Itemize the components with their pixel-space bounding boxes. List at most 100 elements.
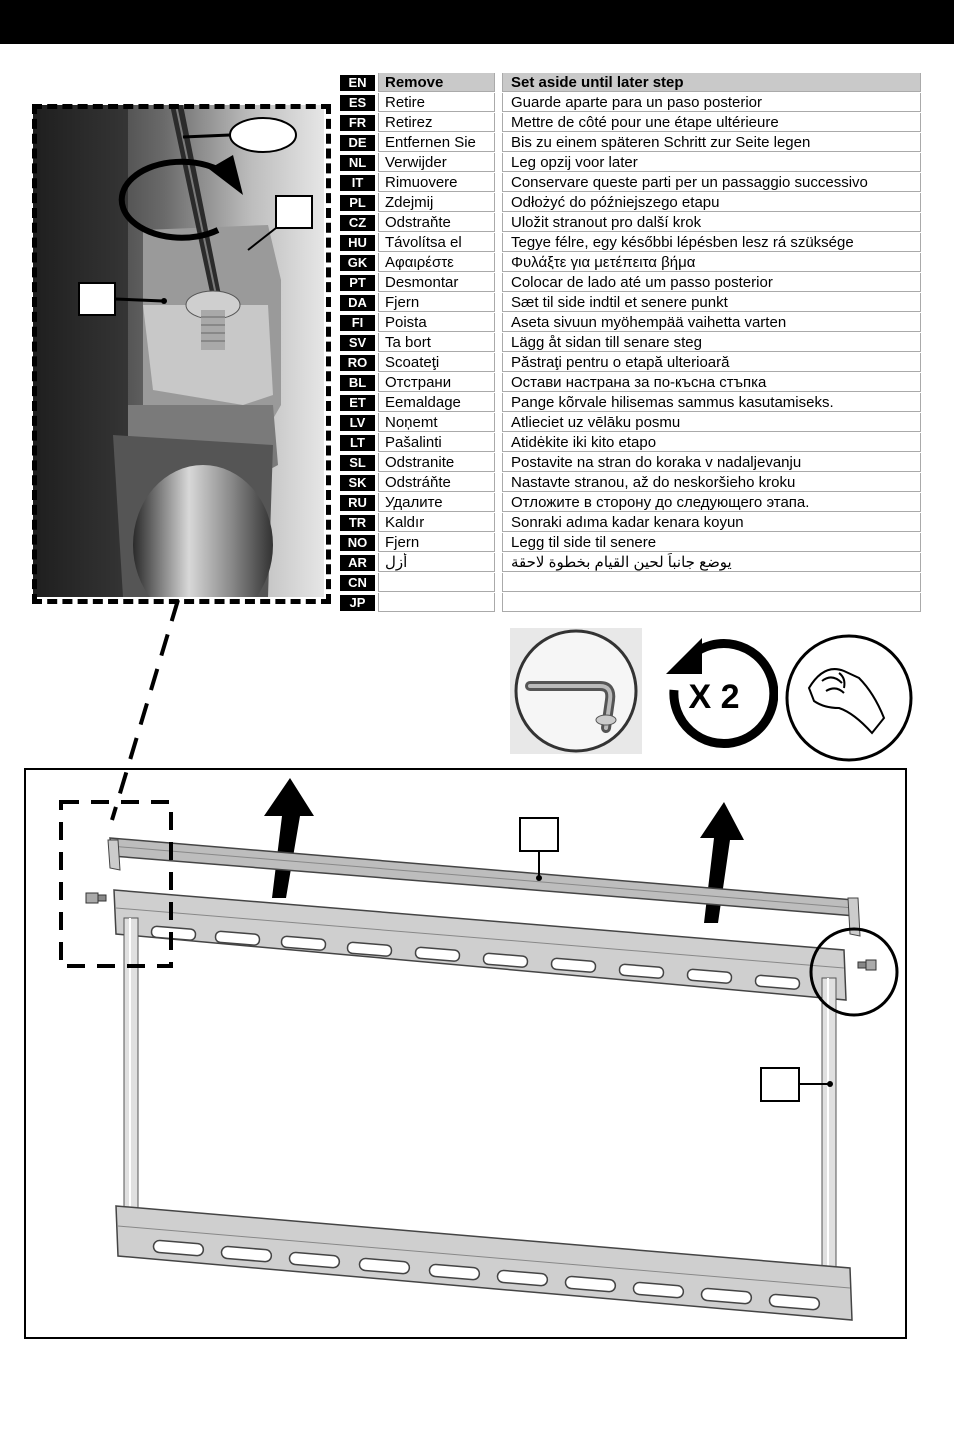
action-word: Kaldır: [378, 513, 495, 532]
lang-code: FI: [340, 315, 375, 331]
lang-code: PT: [340, 275, 375, 291]
lang-code: EN: [340, 75, 375, 91]
action-word: Удалите: [378, 493, 495, 512]
detail-marker: [59, 800, 173, 968]
screw-icon: [857, 959, 877, 971]
action-phrase: Φυλάξτε για μετέπειτα βήμα: [502, 253, 921, 272]
wall-plate-drawing: [59, 778, 899, 1321]
lang-code: AR: [340, 555, 375, 571]
action-phrase: Aseta sivuun myöhempää vaihetta varten: [502, 313, 921, 332]
action-phrase: Odłożyć do późniejszego etapu: [502, 193, 921, 212]
closeup-photo: [33, 105, 324, 597]
action-word: Rimuovere: [378, 173, 495, 192]
lang-code: LT: [340, 435, 375, 451]
action-word: Odstráňte: [378, 473, 495, 492]
action-word: Noņemt: [378, 413, 495, 432]
action-word: Fjern: [378, 533, 495, 552]
closeup-frame: [32, 104, 331, 604]
action-word: Fjern: [378, 293, 495, 312]
lang-code: SK: [340, 475, 375, 491]
action-phrase: Uložit stranout pro další krok: [502, 213, 921, 232]
action-phrase: Nastavte stranou, až do neskoršieho krok…: [502, 473, 921, 492]
action-phrase: Postavite na stran do koraka v nadaljeva…: [502, 453, 921, 472]
action-phrase: Atidėkite iki kito etapo: [502, 433, 921, 452]
table-row: JP: [338, 593, 921, 613]
action-phrase: Păstraţi pentru o etapă ulterioară: [502, 353, 921, 372]
assembly-drawing-frame: [24, 768, 907, 1339]
lang-code: DE: [340, 135, 375, 151]
action-phrase: Atlieciet uz vēlāku posmu: [502, 413, 921, 432]
action-word: Отстрани: [378, 373, 495, 392]
action-word: Αφαιρέστε: [378, 253, 495, 272]
action-word: Entfernen Sie: [378, 133, 495, 152]
action-word: أزل: [378, 553, 495, 572]
lang-code: IT: [340, 175, 375, 191]
action-phrase: Mettre de côté pour une étape ultérieure: [502, 113, 921, 132]
action-phrase: Set aside until later step: [502, 73, 921, 92]
lang-code: ES: [340, 95, 375, 111]
action-phrase: Sonraki adıma kadar kenara koyun: [502, 513, 921, 532]
lang-code: CN: [340, 575, 375, 591]
lang-code: NL: [340, 155, 375, 171]
hand-tighten-icon: [785, 634, 913, 762]
action-word: Távolítsa el: [378, 233, 495, 252]
lang-code: FR: [340, 115, 375, 131]
table-row: CN: [338, 573, 921, 593]
action-phrase: Guarde aparte para un paso posterior: [502, 93, 921, 112]
header-bar: [0, 0, 954, 44]
action-phrase: Conservare queste parti per un passaggio…: [502, 173, 921, 192]
lang-code: DA: [340, 295, 375, 311]
action-phrase: Colocar de lado até um passo posterior: [502, 273, 921, 292]
arrow-up-icon: [264, 778, 314, 898]
action-word: [378, 593, 495, 612]
detail-circle: [809, 927, 899, 1017]
lang-code: HU: [340, 235, 375, 251]
action-word: Odstranite: [378, 453, 495, 472]
action-word: Zdejmij: [378, 193, 495, 212]
action-word: Pašalinti: [378, 433, 495, 452]
rotation-count: X 2: [688, 678, 739, 716]
action-phrase: Tegye félre, egy későbbi lépésben lesz r…: [502, 233, 921, 252]
action-word: Ta bort: [378, 333, 495, 352]
action-phrase: Pange kõrvale hilisemas sammus kasutamis…: [502, 393, 921, 412]
lang-code: SV: [340, 335, 375, 351]
hex-key-icon: [510, 628, 642, 754]
action-word: Retirez: [378, 113, 495, 132]
action-phrase: Bis zu einem späteren Schritt zur Seite …: [502, 133, 921, 152]
lang-code: PL: [340, 195, 375, 211]
action-phrase: [502, 593, 921, 612]
action-word: Desmontar: [378, 273, 495, 292]
action-phrase: Legg til side til senere: [502, 533, 921, 552]
action-word: Verwijder: [378, 153, 495, 172]
screw-icon: [85, 892, 107, 904]
lang-code: GK: [340, 255, 375, 271]
rotate-counterclockwise-icon: X 2: [666, 638, 778, 749]
action-phrase: يوضع جانباً لحين القيام بخطوة لاحقة: [502, 553, 921, 572]
action-word: Poista: [378, 313, 495, 332]
action-phrase: Leg opzij voor later: [502, 153, 921, 172]
lang-code: BL: [340, 375, 375, 391]
lang-code: RO: [340, 355, 375, 371]
lang-code: SL: [340, 455, 375, 471]
action-word: Scoateţi: [378, 353, 495, 372]
